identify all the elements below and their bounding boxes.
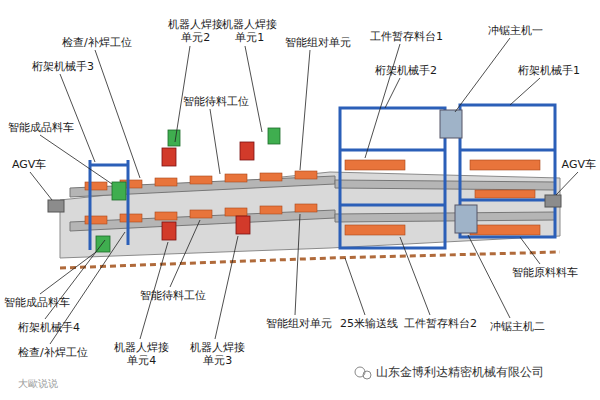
callout-label: 机器人焊接 单元3 — [188, 341, 247, 367]
callout-label: 冲锯主机二 — [490, 320, 545, 333]
callout-label: 工件暂存料台1 — [370, 30, 443, 43]
callout-label: 工件暂存料台2 — [404, 317, 477, 330]
callout-label: 桁架机械手1 — [518, 64, 580, 77]
callout-label: 智能成品料车 — [8, 121, 74, 134]
callout-label: 桁架机械手2 — [375, 64, 437, 77]
watermark: 大歐说说 — [18, 378, 58, 390]
callout-label: 桁架机械手3 — [32, 60, 94, 73]
callout-label: 检查/补焊工位 — [62, 36, 132, 49]
callout-label: 智能待料工位 — [183, 95, 249, 108]
callout-label: AGV车 — [12, 158, 46, 171]
callout-label: 冲锯主机一 — [488, 24, 543, 37]
callout-label: 智能待料工位 — [140, 289, 206, 302]
callout-label: 桁架机械手4 — [18, 321, 80, 334]
callout-label: 25米输送线 — [340, 317, 398, 330]
watermark: 山东金博利达精密机械有限公司 — [376, 365, 544, 379]
callout-label: 检查/补焊工位 — [18, 346, 88, 359]
callout-label: 智能原料料车 — [512, 266, 578, 279]
callout-label: AGV车 — [562, 158, 596, 171]
callout-label: 机器人焊接 单元1 — [220, 18, 279, 44]
callout-label: 智能组对单元 — [266, 317, 332, 330]
callout-label: 机器人焊接 单元4 — [112, 341, 171, 367]
callout-label: 机器人焊接 单元2 — [166, 18, 225, 44]
callout-label: 智能组对单元 — [285, 36, 351, 49]
callout-label: 智能成品料车 — [4, 296, 70, 309]
